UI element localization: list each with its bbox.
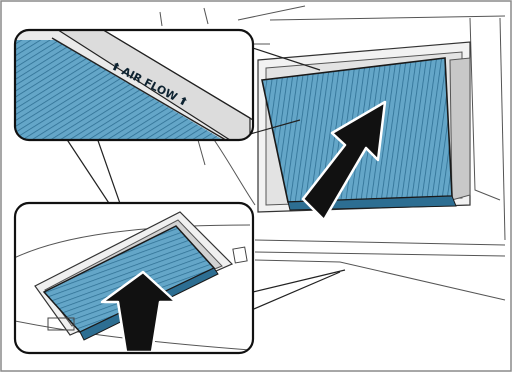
detail-callout-airflow: ⬆AIR FLOW⬆ <box>10 28 253 150</box>
detail-callout-insertion <box>10 203 253 353</box>
